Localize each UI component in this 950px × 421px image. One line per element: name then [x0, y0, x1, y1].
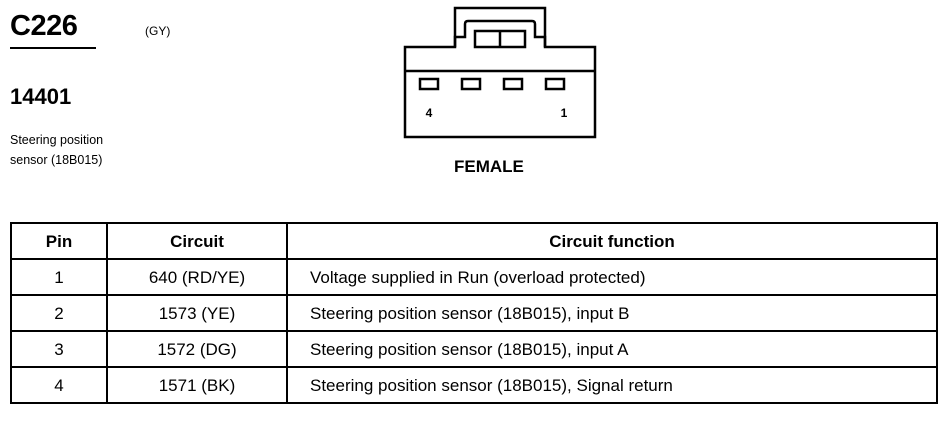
connector-gender-label: FEMALE: [454, 157, 524, 176]
circuit-function-cell: Steering position sensor (18B015), input…: [286, 294, 938, 332]
circuit-cell: 1571 (BK): [106, 366, 288, 404]
header-circuit: Circuit: [106, 222, 288, 260]
connector-id-underline: [10, 47, 96, 49]
header-circuit-function: Circuit function: [286, 222, 938, 260]
circuit-function-cell: Voltage supplied in Run (overload protec…: [286, 258, 938, 296]
pin-cell: 2: [10, 294, 108, 332]
connector-latch: [453, 19, 547, 47]
pinout-table: Pin Circuit Circuit function 1 640 (RD/Y…: [10, 222, 938, 404]
circuit-function-cell: Steering position sensor (18B015), Signa…: [286, 366, 938, 404]
pin-cavity-3: [460, 77, 482, 91]
connector-description: Steering position sensor (18B015): [10, 130, 190, 170]
table-row: 3 1572 (DG) Steering position sensor (18…: [10, 330, 938, 368]
pin-cell: 4: [10, 366, 108, 404]
circuit-function-cell: Steering position sensor (18B015), input…: [286, 330, 938, 368]
pin-label-left: 4: [426, 106, 433, 120]
table-row: 1 640 (RD/YE) Voltage supplied in Run (o…: [10, 258, 938, 296]
description-line-1: Steering position: [10, 133, 104, 147]
connector-color-code: (GY): [145, 24, 171, 38]
circuit-cell: 1573 (YE): [106, 294, 288, 332]
table-row: 4 1571 (BK) Steering position sensor (18…: [10, 366, 938, 404]
part-number: 14401: [10, 84, 72, 109]
connector-face-diagram: 4 1: [403, 6, 597, 139]
table-row: 2 1573 (YE) Steering position sensor (18…: [10, 294, 938, 332]
pin-cell: 1: [10, 258, 108, 296]
header-pin: Pin: [10, 222, 108, 260]
pin-cavity-1: [544, 77, 566, 91]
circuit-cell: 1572 (DG): [106, 330, 288, 368]
description-line-2: sensor (18B015): [10, 153, 103, 167]
pin-cavity-2: [502, 77, 524, 91]
pin-label-right: 1: [561, 106, 568, 120]
pin-cell: 3: [10, 330, 108, 368]
pin-cavity-4: [418, 77, 440, 91]
connector-id: C226: [10, 10, 78, 42]
pinout-header-row: Pin Circuit Circuit function: [10, 222, 938, 260]
circuit-cell: 640 (RD/YE): [106, 258, 288, 296]
